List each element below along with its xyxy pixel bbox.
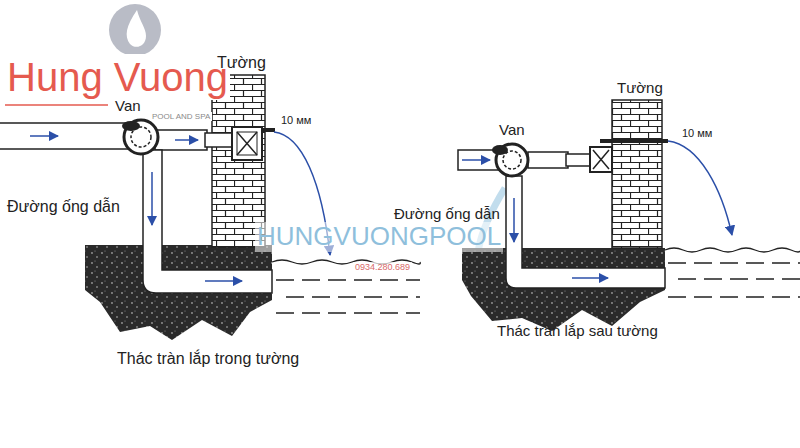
caption-text: Thác tràn lắp trong tường (115, 350, 301, 368)
waterfall-unit (232, 127, 275, 160)
pipe (143, 150, 272, 293)
part-name: Tường (215, 54, 268, 72)
part-name: Tường (615, 79, 665, 96)
wall-installation (0, 75, 420, 340)
waterfall-unit (590, 139, 668, 172)
logo-subtitle: POOL AND SPA (150, 112, 212, 121)
caption-text: Thác tràn lắp sau tường (495, 322, 660, 339)
water (276, 280, 420, 313)
pipe (506, 176, 665, 288)
part-name: Van (113, 97, 143, 114)
ground (462, 248, 665, 331)
water-surface (665, 248, 800, 252)
pipe (528, 152, 568, 168)
part-name: Van (497, 121, 527, 138)
watermark: HUNGVUONGPOOL (255, 222, 503, 252)
part-name: Đường ống dẫn (5, 198, 122, 216)
valve (492, 144, 528, 176)
valve (122, 120, 158, 154)
dimension: 10 мм (680, 127, 714, 140)
pipe (566, 154, 590, 166)
behind-wall-installation (458, 100, 800, 331)
brick-wall (612, 100, 662, 248)
pipe (205, 133, 233, 147)
dimension: 10 мм (279, 114, 313, 127)
logo-text: Hung Vuong (5, 54, 230, 100)
pipe (0, 123, 128, 149)
flow-arrow (462, 141, 732, 278)
water (668, 263, 800, 297)
pipe (155, 130, 207, 150)
watermark-phone: 0934.280.689 (353, 262, 412, 272)
part-name: Đường ống dẫn (392, 205, 502, 222)
